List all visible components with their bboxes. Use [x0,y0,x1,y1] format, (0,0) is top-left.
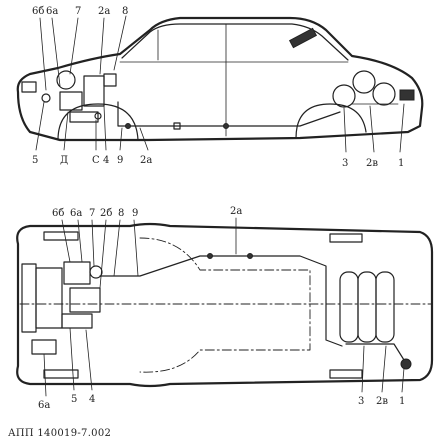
rear-wheel-arch [295,103,367,139]
gearbox [61,313,93,329]
wheel-rear-left [329,233,363,243]
cylinder-pack-2 [357,271,377,343]
wheel-rear-right [329,369,363,379]
side-label-c: С [92,155,100,166]
side-label-2a: 2а [98,6,110,17]
top-label-1: 1 [399,396,405,407]
top-label-3: 3 [358,396,364,407]
side-label-5: 5 [32,155,38,166]
side-label-8: 8 [122,6,128,17]
filling-valve [399,89,415,101]
top-bottom-leaders [43,327,405,397]
side-label-2v: 2в [366,158,378,169]
side-gas-line [117,101,341,127]
solenoid-valve [103,73,117,87]
air-filter-top [89,265,103,279]
top-label-6a: 6а [70,208,82,219]
line-fitting-3 [223,123,229,129]
side-label-3: 3 [342,158,348,169]
top-label-9: 9 [132,208,138,219]
top-label-2v: 2в [376,396,388,407]
cylinder-3 [372,82,396,106]
top-fitting-2 [247,253,253,259]
side-label-d: Д [60,155,68,166]
side-bottom-leaders [35,101,405,153]
wheel-front-right [43,369,79,379]
side-label-6a: 6а [46,6,58,17]
top-label-2b: 2б [100,208,112,219]
line-fitting-1 [125,123,131,129]
top-label-6a-bottom: 6а [38,400,50,411]
mixer-block [59,91,83,111]
cylinder-1 [332,84,356,108]
battery [31,339,57,355]
side-label-2a-bottom: 2а [140,155,152,166]
cylinder-pack-3 [375,271,395,343]
line-fitting-2 [173,122,181,130]
emblem [288,27,318,49]
cabin-outline [139,237,311,373]
figure-caption: АПП 140019-7.002 [8,428,111,439]
top-fitting-1 [207,253,213,259]
radiator [21,263,37,333]
evaporator [69,111,99,123]
headlight [21,81,37,93]
gas-sensor [41,93,51,103]
top-label-8: 8 [118,208,124,219]
side-label-4: 4 [103,155,109,166]
reducer-top [63,261,91,285]
top-top-labels: 6б 6а 7 2б 8 9 2а [52,206,242,219]
side-top-labels: 6б 6а 7 2а 8 [32,6,128,17]
side-label-7: 7 [75,6,81,17]
top-top-leaders [61,217,237,289]
top-label-4: 4 [89,394,95,405]
side-label-6b: 6б [32,6,44,17]
car-body-outline [16,16,424,142]
reducer-body [83,75,105,107]
top-label-6b: 6б [52,208,64,219]
side-top-leaders [39,15,127,91]
cylinder-pack-1 [339,271,359,343]
top-view-car [16,222,434,388]
engine-block [35,267,63,329]
side-label-1: 1 [398,158,404,169]
top-gas-line [99,255,343,347]
top-label-5: 5 [71,394,77,405]
valve-c [94,112,102,120]
filling-valve-top [400,358,412,370]
side-view-car [16,16,424,142]
front-wheel-arch [57,103,139,141]
side-label-9: 9 [117,155,123,166]
top-label-7: 7 [89,208,95,219]
top-label-2a: 2а [230,206,242,217]
window-line [121,23,349,61]
top-bottom-labels: 6а 5 4 3 2в 1 [38,394,405,411]
top-body-outline [16,222,434,388]
mixer-top [69,287,101,313]
cylinder-2 [352,70,376,94]
cylinder-manifold [345,343,405,361]
side-bottom-labels: 5 Д С 4 9 2а 3 2в 1 [32,155,404,169]
wheel-front-left [43,231,79,241]
air-filter [56,70,76,90]
